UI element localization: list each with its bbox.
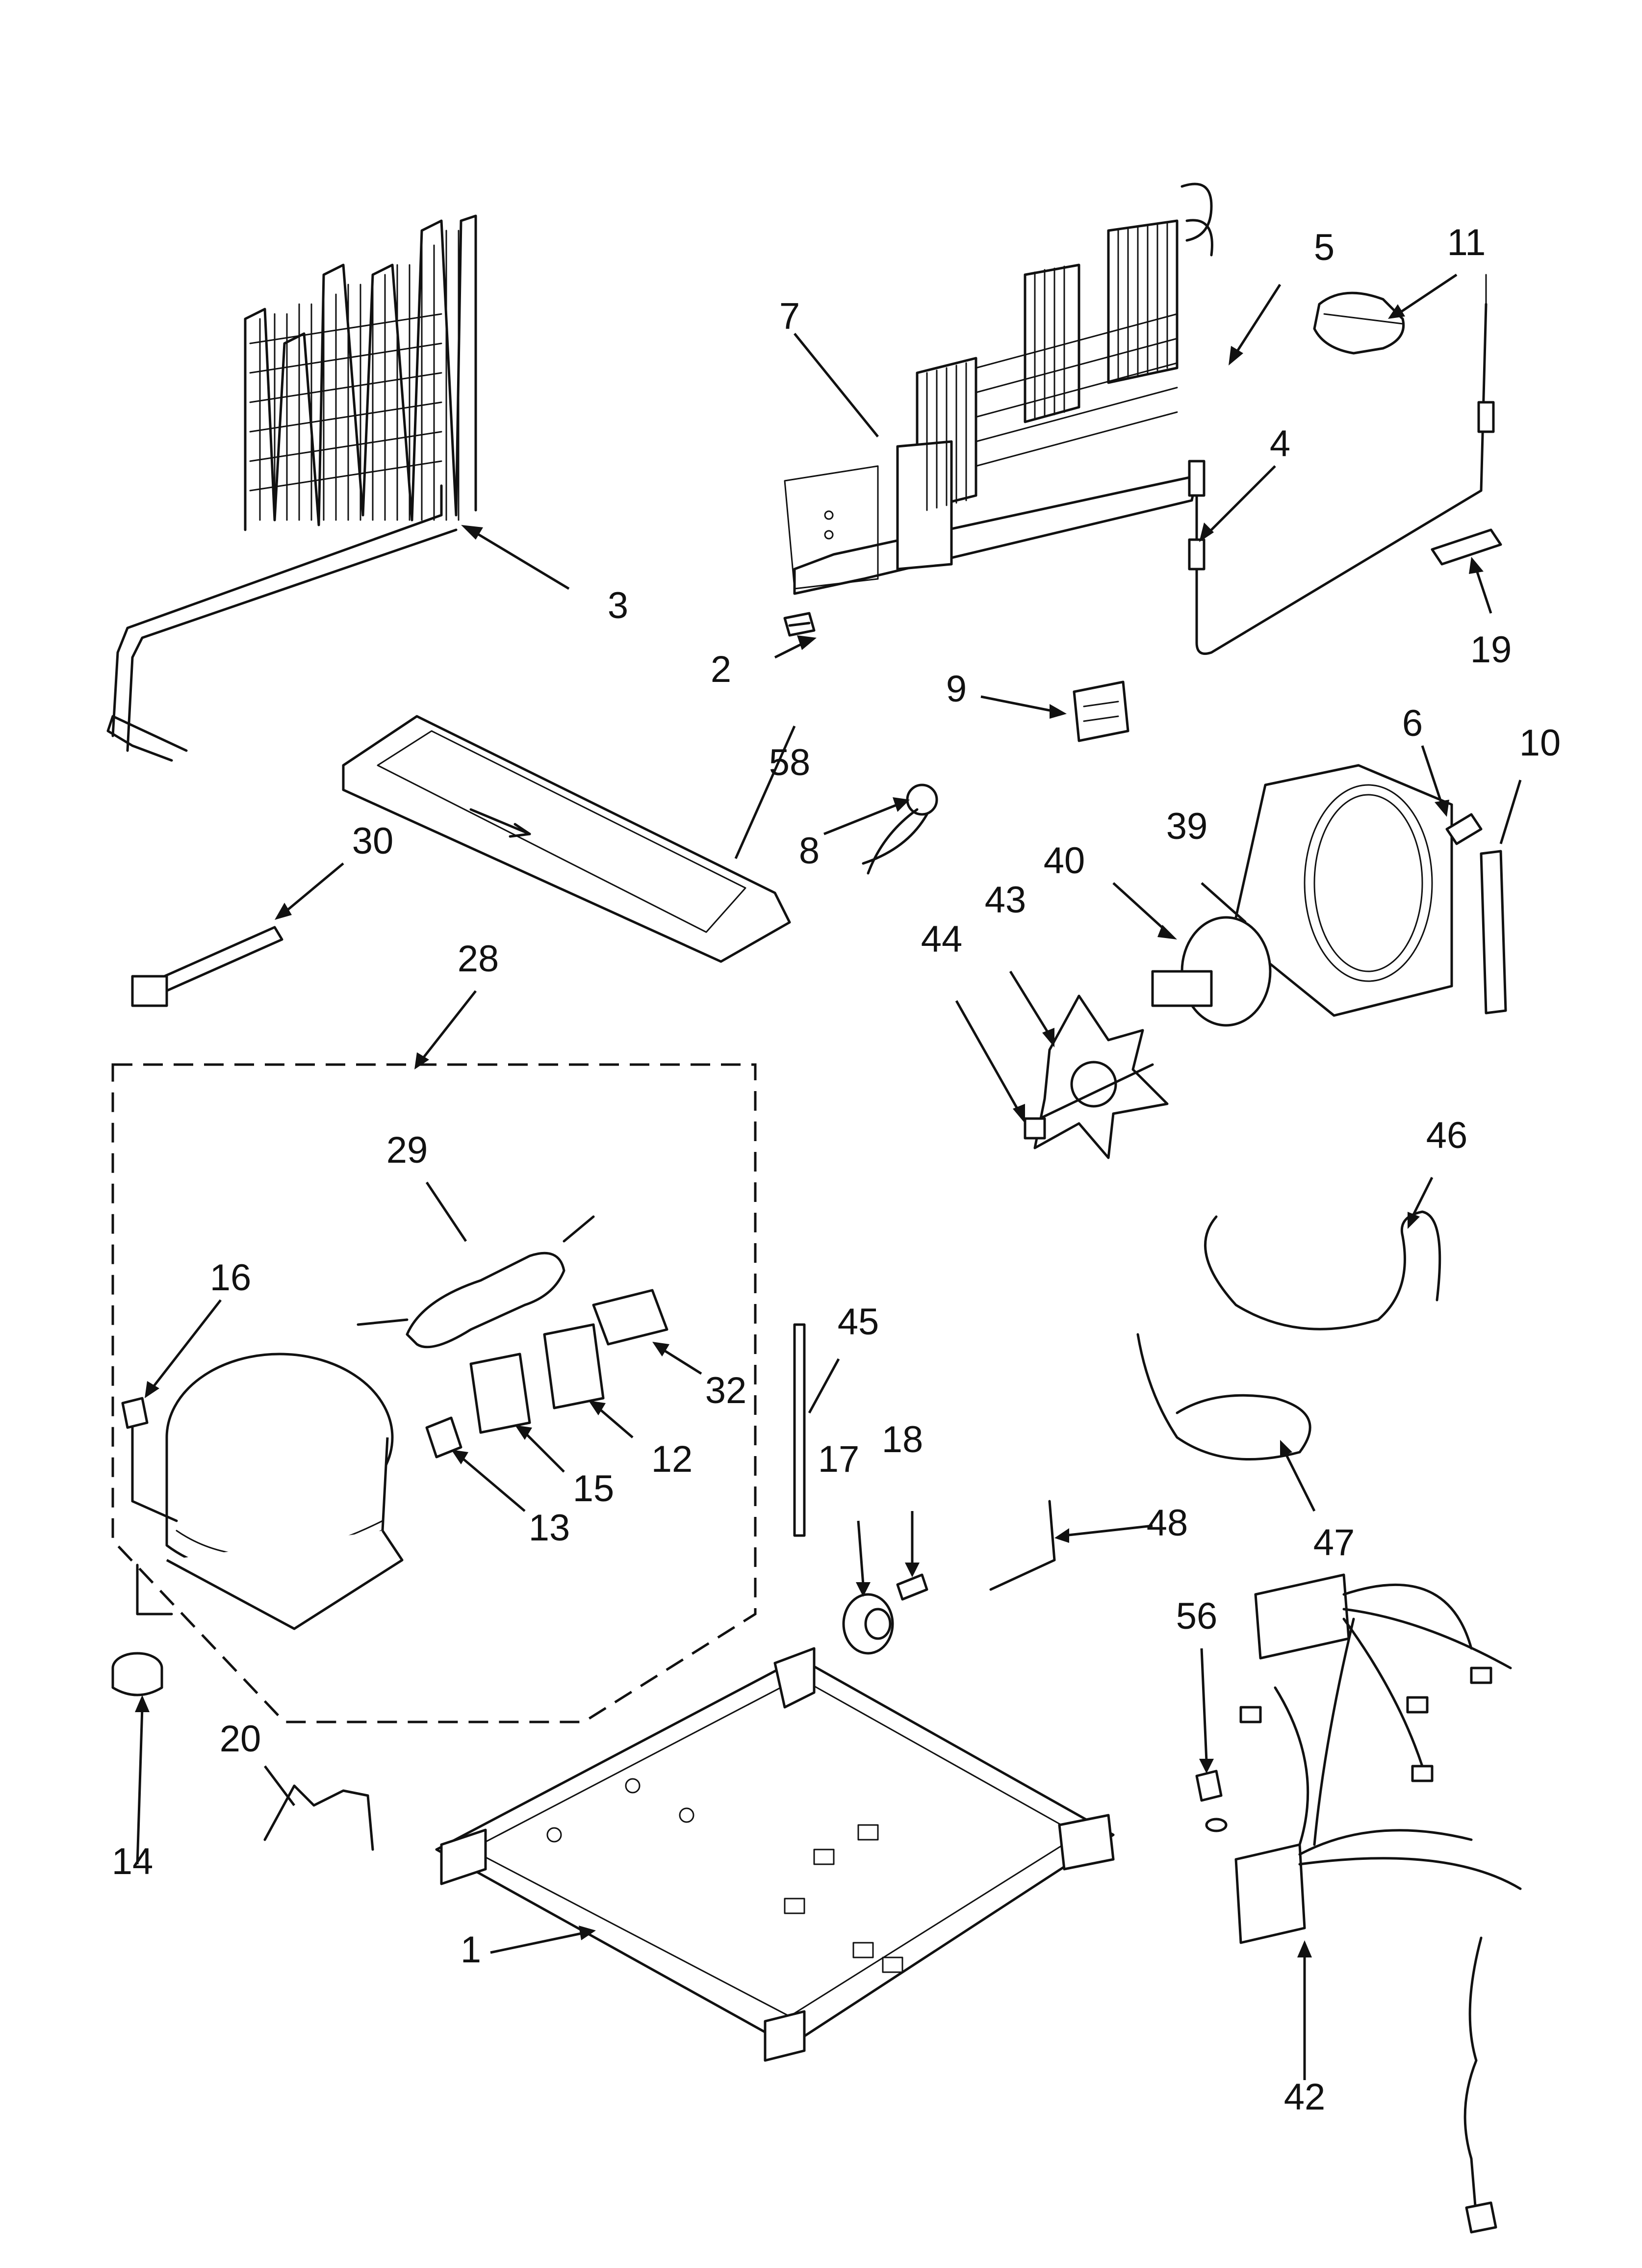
part-screw-16 (121, 1397, 149, 1429)
part-screw-6 (1445, 813, 1483, 845)
callout-18: 18 (882, 1419, 924, 1460)
callout-20: 20 (220, 1718, 261, 1760)
part-cap-11 (1313, 291, 1405, 355)
part-bracket-9 (1073, 680, 1129, 742)
callout-48: 48 (1147, 1502, 1188, 1544)
callout-13: 13 (529, 1507, 570, 1549)
part-capacitor-32 (592, 1289, 668, 1346)
part-tube-47 (1136, 1333, 1311, 1461)
part-condenser-coil (106, 214, 477, 762)
callout-42: 42 (1284, 2076, 1326, 2118)
part-pin-45 (793, 1323, 806, 1537)
callout-16: 16 (210, 1257, 252, 1299)
part-wire-harness-42 (1234, 1573, 1522, 2234)
part-heater-harness (1188, 274, 1495, 655)
part-relay-15 (469, 1353, 531, 1434)
part-gasket-strip-10 (1480, 850, 1507, 1015)
callout-11: 11 (1447, 222, 1486, 263)
callout-56: 56 (1176, 1595, 1218, 1637)
part-fan-motor-40 (1151, 916, 1272, 1027)
part-filter-drier-29 (357, 1215, 595, 1349)
callout-43: 43 (985, 879, 1026, 921)
part-cable-tie-30 (131, 926, 283, 1007)
part-clip-19 (1431, 528, 1502, 566)
part-base-frame-1 (435, 1647, 1115, 2062)
callout-47: 47 (1313, 1522, 1355, 1564)
callout-46: 46 (1426, 1115, 1468, 1156)
part-grommet-14 (111, 1652, 163, 1696)
callout-19: 19 (1470, 629, 1512, 671)
compressor-kit-outline (111, 1063, 757, 1723)
callout-30: 30 (352, 820, 394, 862)
part-clip-20 (263, 1784, 374, 1851)
callout-7: 7 (779, 295, 800, 337)
callout-29: 29 (386, 1129, 428, 1171)
part-foot-17 (842, 1593, 894, 1655)
callout-6: 6 (1402, 703, 1423, 744)
callout-9: 9 (946, 668, 967, 710)
callout-4: 4 (1270, 423, 1290, 465)
part-screw-2 (783, 612, 816, 637)
callout-2: 2 (711, 649, 731, 690)
callout-1: 1 (461, 1929, 481, 1971)
callout-32: 32 (705, 1370, 747, 1411)
callout-58: 58 (769, 742, 811, 783)
part-screw-56 (1195, 1770, 1228, 1832)
callout-44: 44 (921, 918, 963, 960)
callout-39: 39 (1166, 806, 1208, 847)
part-tube-46 (1204, 1210, 1441, 1330)
callout-labels: 1 2 3 4 5 6 7 8 9 10 11 12 13 14 15 16 1… (112, 222, 1561, 2118)
part-fan-blade-43 (1033, 994, 1169, 1159)
callout-28: 28 (458, 938, 499, 980)
part-overload-13 (425, 1416, 462, 1459)
callout-3: 3 (608, 585, 628, 626)
part-relay-12 (543, 1323, 605, 1409)
callout-14: 14 (112, 1841, 154, 1882)
part-compressor (131, 1353, 404, 1630)
callout-45: 45 (838, 1301, 879, 1343)
callout-8: 8 (799, 830, 820, 872)
part-thermistor-8 (862, 783, 938, 875)
part-evaporator (784, 182, 1213, 595)
callout-40: 40 (1044, 840, 1085, 882)
callout-10: 10 (1519, 722, 1561, 764)
leader-lines (135, 273, 1522, 2080)
part-tube-48 (989, 1500, 1056, 1591)
callout-17: 17 (818, 1438, 860, 1480)
part-drain-trough-58 (342, 715, 791, 963)
part-clip-44 (1024, 1117, 1046, 1140)
callout-15: 15 (573, 1468, 615, 1510)
callout-12: 12 (651, 1438, 693, 1480)
part-screw-18 (896, 1573, 928, 1601)
callout-5: 5 (1314, 227, 1334, 268)
